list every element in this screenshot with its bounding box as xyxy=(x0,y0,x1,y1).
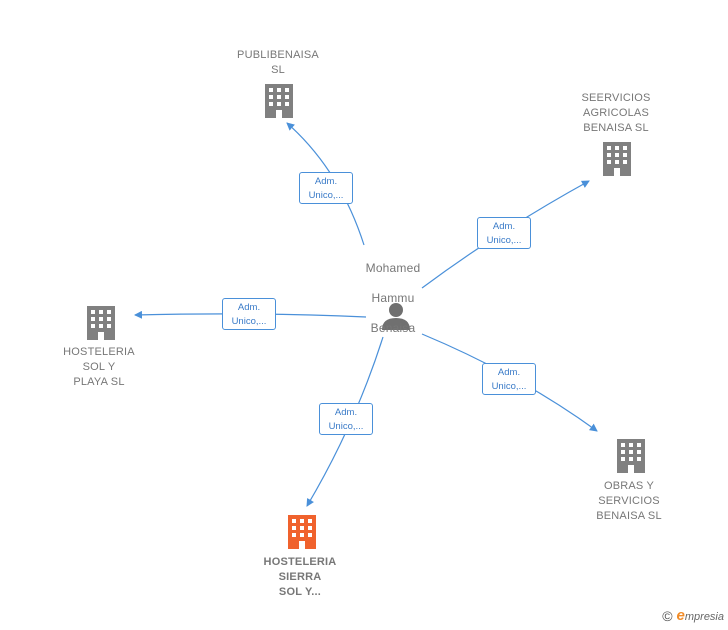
edge-label-detail: Unico,... xyxy=(328,421,364,432)
edge-label-role: Adm. xyxy=(497,367,521,378)
center-name-line-1: Mohamed xyxy=(365,261,421,275)
edge-label-detail: Unico,... xyxy=(308,190,344,201)
company-label-publibenaisa[interactable]: PUBLIBENAISA SL xyxy=(237,49,319,76)
edge-label-publibenaisa[interactable]: Adm. Unico,... xyxy=(299,172,353,204)
center-name-line-2: Hammu xyxy=(371,291,415,305)
company-label-seervicios[interactable]: SEERVICIOS AGRICOLAS BENAISA SL xyxy=(581,92,651,134)
center-person-name[interactable]: Mohamed Hammu Benaisa xyxy=(366,246,421,336)
edge-label-role: Adm. xyxy=(334,407,358,418)
edge-label-detail: Unico,... xyxy=(491,381,527,392)
center-name-line-3: Benaisa xyxy=(370,321,416,335)
person-icon[interactable] xyxy=(382,303,410,330)
building-icon[interactable] xyxy=(617,439,645,473)
edge-label-role: Adm. xyxy=(314,176,338,187)
building-icon[interactable] xyxy=(265,84,293,118)
edge-label-seervicios[interactable]: Adm. Unico,... xyxy=(477,217,531,249)
company-label-hosteleria-sol[interactable]: HOSTELERIA SOL Y PLAYA SL xyxy=(63,346,135,388)
edge-label-role: Adm. xyxy=(237,302,261,313)
edge-label-detail: Unico,... xyxy=(231,316,267,327)
copyright-symbol: © xyxy=(662,607,673,624)
company-label-hosteleria-sierra[interactable]: HOSTELERIA SIERRA SOL Y... xyxy=(263,556,337,598)
brand-logo: empresia xyxy=(677,607,724,624)
empresia-watermark: © empresia xyxy=(662,607,724,624)
edge-label-hosteleria-sol[interactable]: Adm. Unico,... xyxy=(222,298,276,330)
brand-initial: e xyxy=(676,607,685,624)
brand-name: mpresia xyxy=(684,611,724,623)
edge-label-obras[interactable]: Adm. Unico,... xyxy=(482,363,536,395)
company-label-obras[interactable]: OBRAS Y SERVICIOS BENAISA SL xyxy=(596,480,662,522)
building-icon[interactable] xyxy=(603,142,631,176)
building-icon[interactable] xyxy=(87,306,115,340)
edge-label-role: Adm. xyxy=(492,221,516,232)
edge-label-detail: Unico,... xyxy=(486,235,522,246)
edge-label-hosteleria-sierra[interactable]: Adm. Unico,... xyxy=(319,403,373,435)
building-icon-highlighted[interactable] xyxy=(288,515,316,549)
